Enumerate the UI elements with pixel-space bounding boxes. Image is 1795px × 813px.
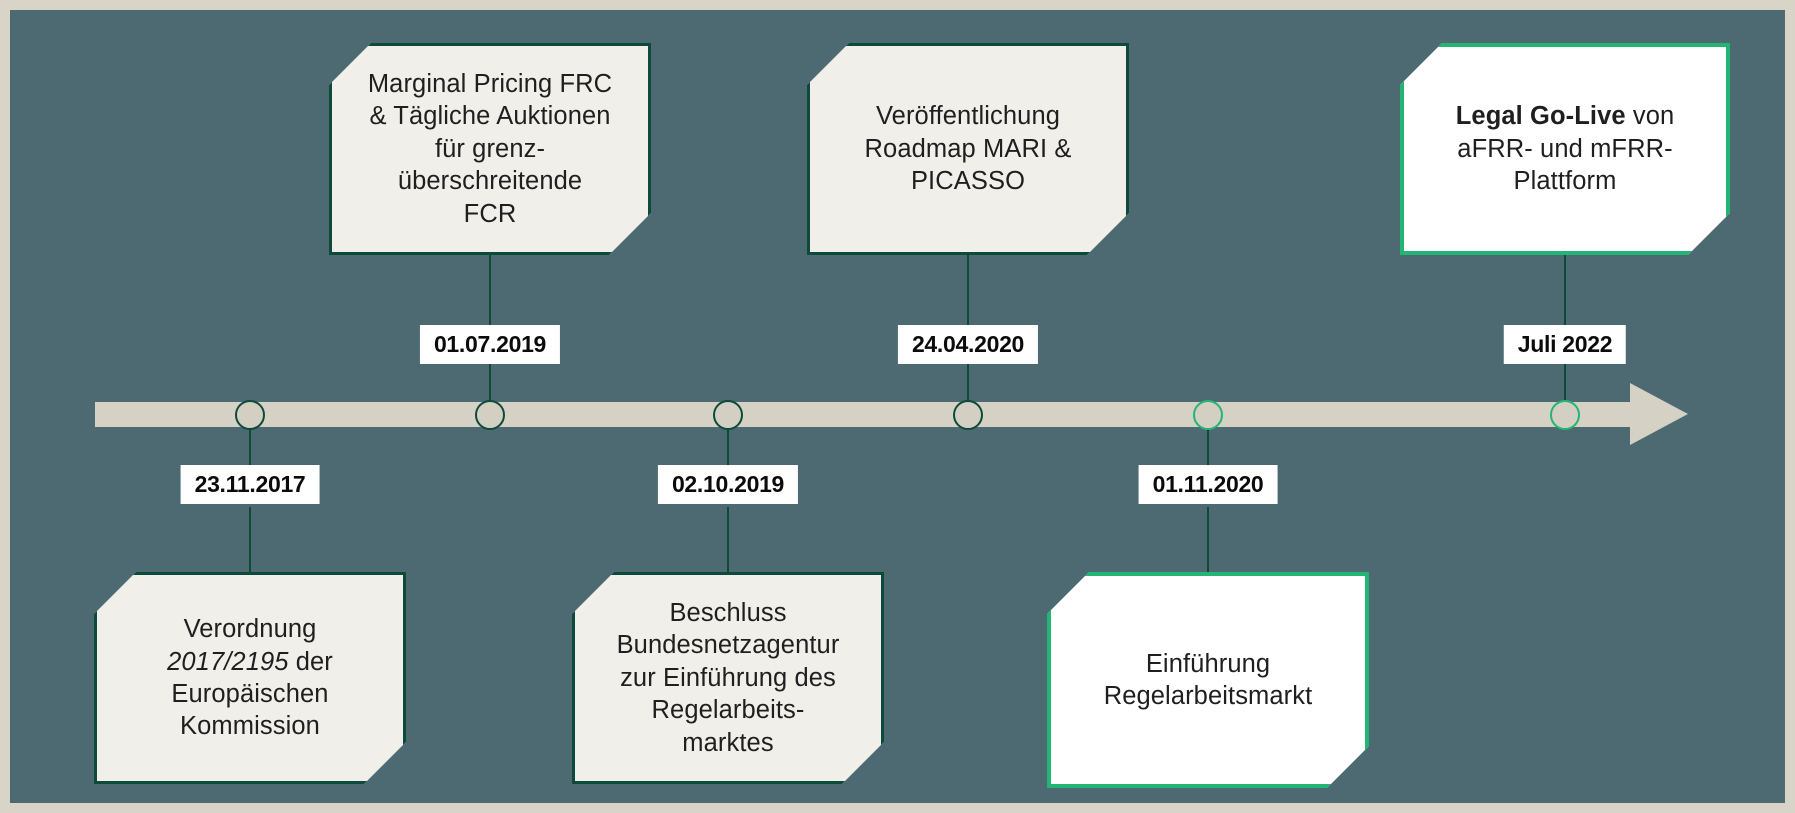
card-text-run: Plattform [1513,167,1617,196]
card-text-run: PICASSO [910,167,1026,196]
card-line: Plattform [1456,165,1675,197]
milestone-date-chip-m2: 01.07.2019 [419,325,561,365]
card-text-run: Bundesnetzagentur [616,631,840,660]
milestone-stem-m1 [249,430,251,480]
card-line: zur Einführung des [617,662,840,694]
milestone-date-chip-m6: Juli 2022 [1503,325,1627,365]
card-line: Roadmap MARI & [865,133,1072,165]
card-text-run: Europäischen [171,680,329,708]
milestone-stem-m4 [967,340,969,400]
card-line: FCR [368,198,612,230]
milestone-connector-m6 [1564,255,1566,325]
card-line: Verordnung [167,613,333,645]
milestone-connector-m5 [1207,507,1209,572]
milestone-stem-m2 [489,340,491,400]
card-text-run: Roadmap MARI & [864,134,1072,163]
milestone-date-chip-m1: 23.11.2017 [180,465,320,505]
card-line: Europäischen [167,678,333,710]
milestone-node-m6[interactable] [1550,400,1580,430]
card-line: Legal Go-Live von [1456,100,1675,132]
milestone-node-m5[interactable] [1193,400,1223,430]
card-text-run: von [1625,102,1675,131]
card-text-run: Einführung [1145,649,1271,678]
card-line: Regelarbeitsmarkt [1104,680,1313,712]
card-line: aFRR- und mFRR- [1456,133,1675,165]
milestone-date-chip-m3: 02.10.2019 [657,465,799,505]
card-line: 2017/2195 der [167,646,333,678]
card-line: Beschluss [617,597,840,629]
card-line: PICASSO [865,165,1072,197]
milestone-stem-m6 [1564,340,1566,400]
timeline-axis-bar [95,402,1633,427]
card-line: überschreitende [368,165,612,197]
card-text-run: FCR [463,199,517,228]
milestone-node-m3[interactable] [713,400,743,430]
milestone-node-m2[interactable] [475,400,505,430]
milestone-node-m4[interactable] [953,400,983,430]
card-text-run: & Tägliche Auktionen [369,102,611,131]
milestone-node-m1[interactable] [235,400,265,430]
milestone-connector-m4 [967,255,969,325]
card-line: marktes [617,727,840,759]
card-text-run: aFRR- und mFRR- [1457,134,1673,163]
card-text-italic: 2017/2195 [167,647,289,676]
card-text-run: Marginal Pricing FRC [367,70,613,99]
card-text-run: marktes [682,728,774,757]
card-text-run: Kommission [180,712,320,741]
card-text-bold: Legal Go-Live [1455,102,1626,131]
milestone-card-text-m2: Marginal Pricing FRC & Tägliche Auktionen… [368,68,612,230]
card-text-run: Verordnung [183,615,317,644]
milestone-connector-m2 [489,255,491,325]
card-text-run: zur Einführung des [620,663,836,692]
milestone-stem-m3 [727,430,729,480]
milestone-card-m2[interactable]: Marginal Pricing FRC & Tägliche Auktionen… [329,43,651,255]
card-line: Regelarbeits- [617,694,840,726]
card-text-run: Beschluss [669,599,787,628]
card-line: Einführung [1104,648,1313,680]
card-line: für grenz- [368,133,612,165]
card-text-run: der [288,647,333,676]
card-text-run: Regelarbeits- [651,696,805,725]
timeline-arrowhead-icon [1630,383,1688,445]
card-line: Marginal Pricing FRC [368,68,612,100]
milestone-connector-m3 [727,507,729,572]
milestone-stem-m5 [1207,430,1209,480]
milestone-connector-m1 [249,507,251,572]
card-line: Veröffentlichung [865,100,1072,132]
card-text-run: überschreitende [397,167,583,196]
card-text-run: Veröffentlichung [875,102,1061,131]
card-text-run: Regelarbeitsmarkt [1103,682,1313,710]
milestone-date-chip-m5: 01.11.2020 [1138,465,1278,505]
card-line: & Tägliche Auktionen [368,100,612,132]
card-text-run: für grenz- [434,134,546,163]
card-line: Kommission [167,710,333,742]
card-line: Bundesnetzagentur [617,629,840,661]
milestone-date-chip-m4: 24.04.2020 [897,325,1039,365]
